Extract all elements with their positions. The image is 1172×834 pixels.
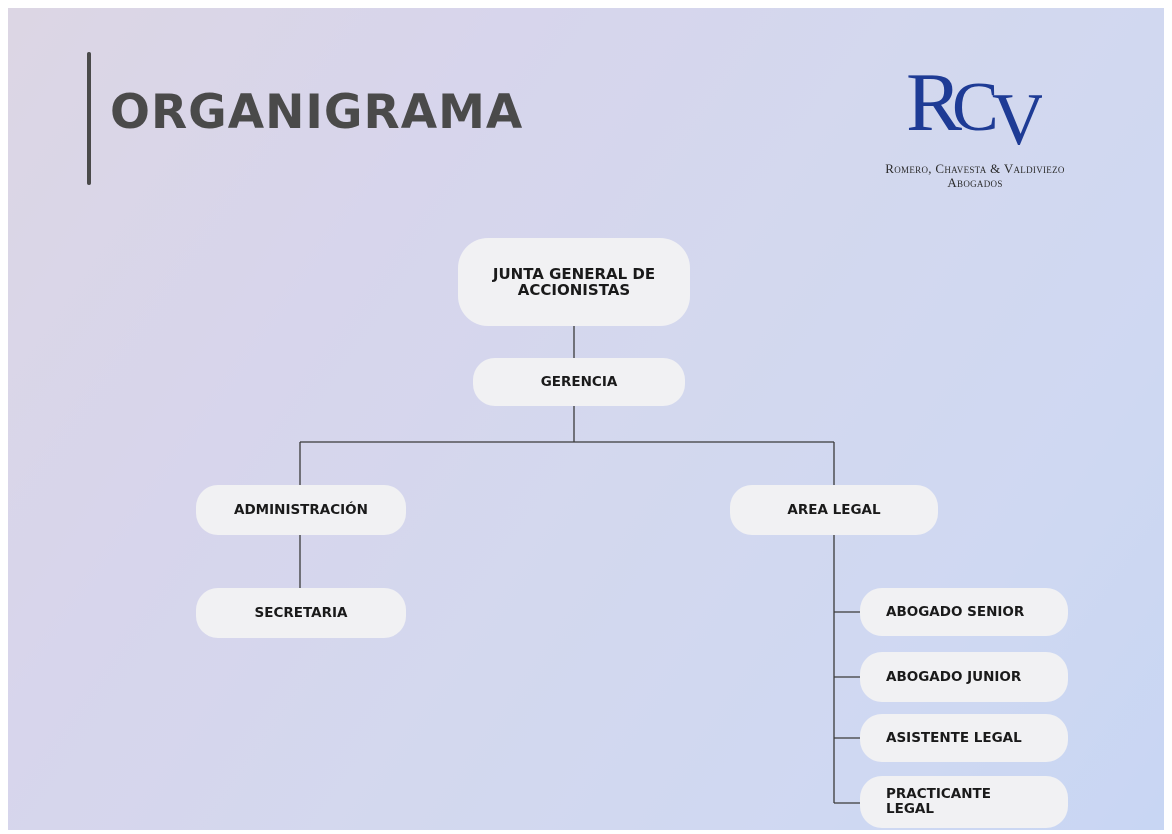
node-asistente-legal: ASISTENTE LEGAL: [860, 714, 1068, 762]
rcv-logo-icon: R C V: [906, 58, 1042, 150]
node-secretaria: SECRETARIA: [196, 588, 406, 638]
node-abogado-junior: ABOGADO JUNIOR: [860, 652, 1068, 702]
node-gerencia: GERENCIA: [473, 358, 685, 406]
firm-name-line1: Romero, Chavesta & Valdiviezo: [885, 161, 1065, 176]
node-junta-general: JUNTA GENERAL DE ACCIONISTAS: [458, 238, 690, 326]
node-practicante-legal: PRACTICANTE LEGAL: [860, 776, 1068, 828]
node-area-legal: AREA LEGAL: [730, 485, 938, 535]
svg-text:R: R: [906, 58, 962, 149]
firm-name-line2: Abogados: [947, 175, 1003, 190]
firm-name: Romero, Chavesta & Valdiviezo Abogados: [846, 162, 1104, 190]
svg-text:C: C: [952, 69, 999, 146]
title-accent-bar: [87, 52, 91, 185]
page-title: ORGANIGRAMA: [110, 85, 524, 140]
node-abogado-senior: ABOGADO SENIOR: [860, 588, 1068, 636]
node-administracion: ADMINISTRACIÓN: [196, 485, 406, 535]
svg-text:V: V: [992, 79, 1042, 150]
